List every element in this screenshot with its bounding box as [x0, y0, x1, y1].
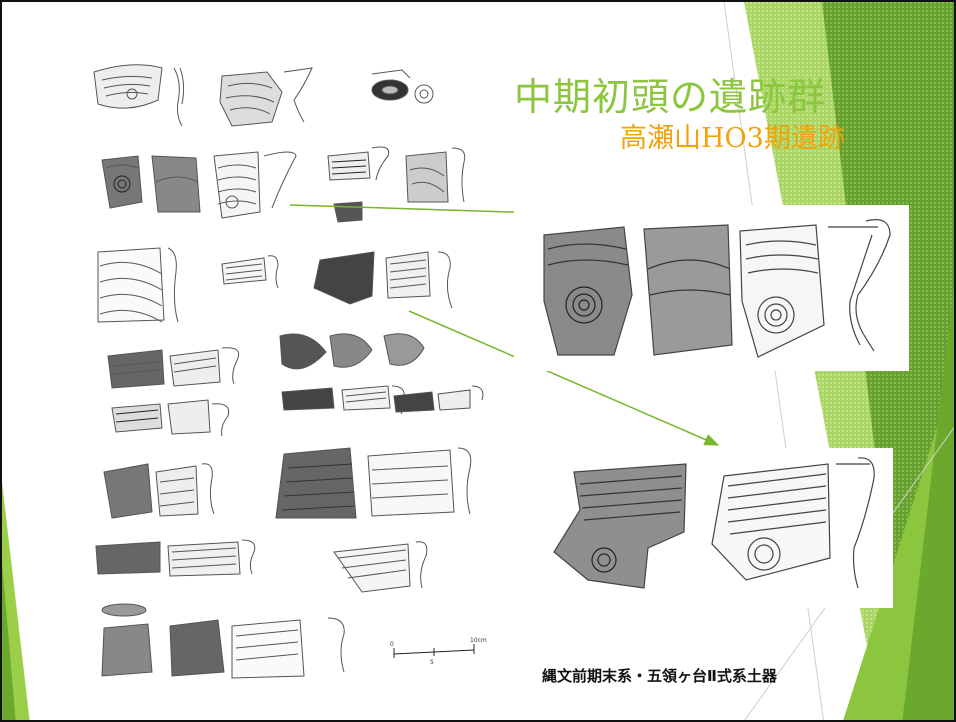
- scale-bar: [393, 644, 475, 658]
- pottery-sherd-illustration: [93, 64, 163, 109]
- pottery-sherd-illustration: [553, 457, 875, 589]
- pottery-plate-illustration: 0 5 10cm: [93, 64, 487, 679]
- scale-label-mid: 5: [430, 659, 434, 666]
- pottery-sherd-illustration: [543, 219, 891, 358]
- slide-title: 中期初頭の遺跡群: [514, 75, 827, 119]
- enlarged-sherd-panel-1: [514, 205, 909, 371]
- cross-section-profile: [173, 67, 185, 127]
- scale-label-end: 10cm: [470, 637, 487, 644]
- slide-subtitle: 高瀬山HO3期遺跡: [620, 123, 845, 154]
- enlarged-sherd-panel-2: [524, 448, 893, 608]
- scale-label-start: 0: [390, 641, 394, 648]
- figure-caption: 縄文前期末系・五領ヶ台Ⅱ式系土器: [542, 667, 777, 685]
